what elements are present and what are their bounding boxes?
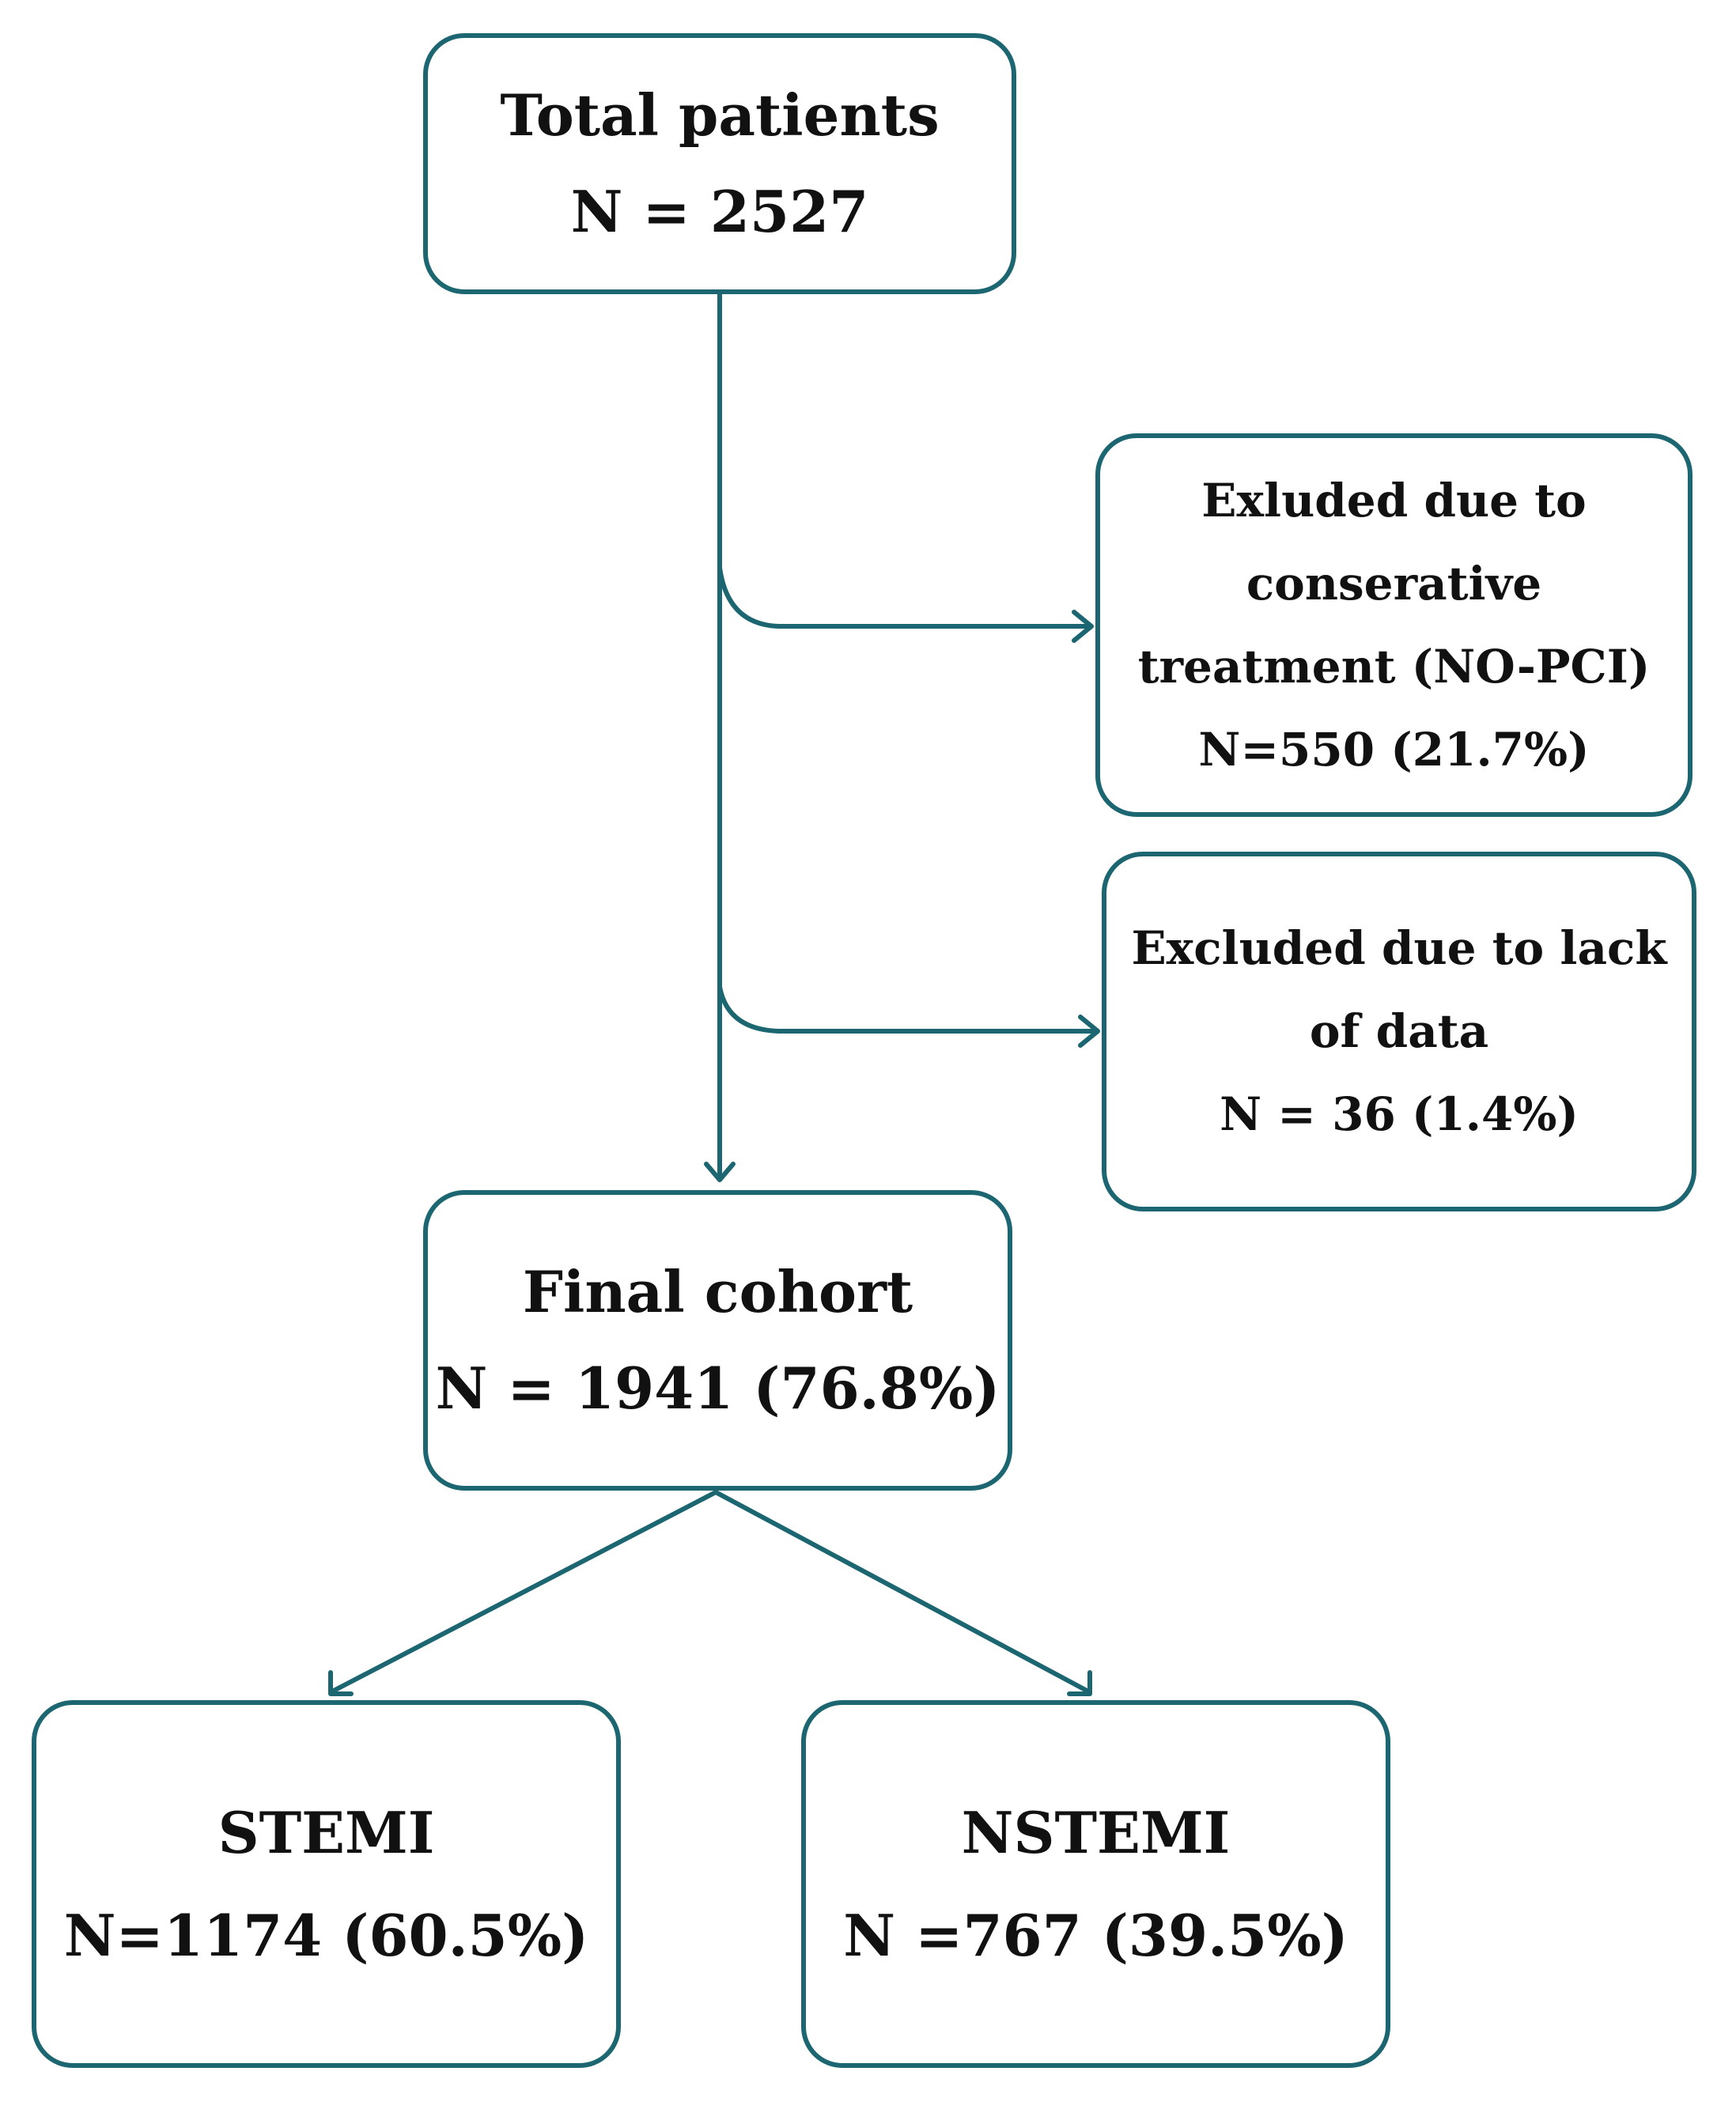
final-cohort-label: Final cohort xyxy=(522,1258,913,1325)
excluded-lack-of-data-line-1: Excluded due to lack xyxy=(1131,921,1667,975)
nstemi-label: NSTEMI xyxy=(961,1798,1231,1866)
stemi-label: STEMI xyxy=(217,1798,435,1866)
connector-to-stemi xyxy=(328,1490,718,1695)
final-cohort-count: N = 1941 (76.8%) xyxy=(435,1355,1000,1422)
excluded-no-pci-line-2: conserative xyxy=(1246,556,1542,610)
arrowhead-excluded-data xyxy=(1078,1015,1100,1048)
excluded-lack-of-data-box: Excluded due to lack of data N = 36 (1.4… xyxy=(1102,852,1696,1211)
final-cohort-box: Final cohort N = 1941 (76.8%) xyxy=(423,1190,1012,1491)
arrowhead-nstemi xyxy=(1067,1670,1092,1696)
excluded-no-pci-box: Exluded due to conserative treatment (NO… xyxy=(1095,433,1693,817)
total-patients-label: Total patients xyxy=(500,81,940,149)
branch-to-excluded-pci xyxy=(717,565,1092,629)
excluded-no-pci-line-1: Exluded due to xyxy=(1201,473,1587,527)
total-patients-box: Total patients N = 2527 xyxy=(423,33,1016,294)
excluded-lack-of-data-line-2: of data xyxy=(1309,1004,1489,1058)
nstemi-count: N =767 (39.5%) xyxy=(843,1901,1348,1969)
stemi-box: STEMI N=1174 (60.5%) xyxy=(32,1700,621,2068)
total-patients-count: N = 2527 xyxy=(570,178,869,245)
branch-to-excluded-data xyxy=(717,985,1099,1034)
excluded-no-pci-count: N=550 (21.7%) xyxy=(1198,722,1590,777)
nstemi-box: NSTEMI N =767 (39.5%) xyxy=(801,1700,1390,2068)
arrowhead-excluded-pci xyxy=(1072,610,1094,643)
excluded-no-pci-line-3: treatment (NO-PCI) xyxy=(1137,639,1651,694)
excluded-lack-of-data-count: N = 36 (1.4%) xyxy=(1220,1087,1579,1141)
connector-to-nstemi xyxy=(713,1490,1092,1695)
arrowhead-stemi xyxy=(328,1670,354,1696)
arrowhead-final xyxy=(704,1162,736,1182)
stemi-count: N=1174 (60.5%) xyxy=(63,1901,589,1969)
